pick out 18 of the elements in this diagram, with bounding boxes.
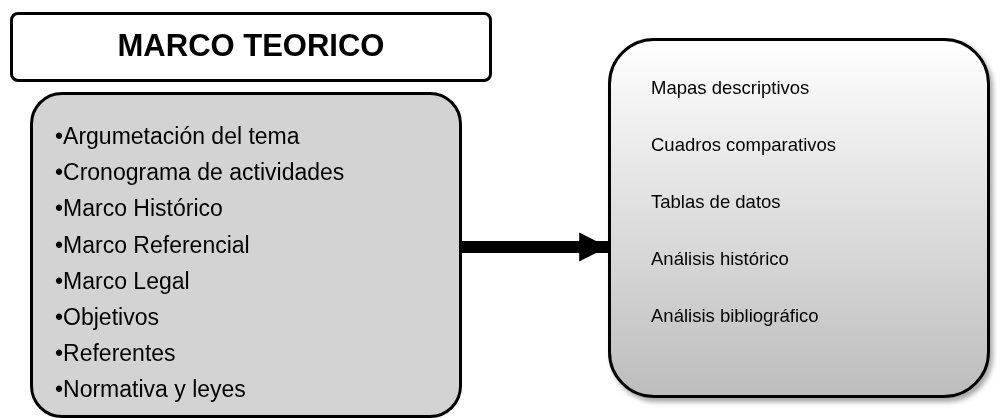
list-item: •Marco Histórico <box>55 195 223 223</box>
list-item: Mapas descriptivos <box>651 77 810 99</box>
list-item: •Cronograma de actividades <box>55 159 345 187</box>
list-item: Tablas de datos <box>651 191 781 213</box>
list-item: •Marco Legal <box>55 267 190 295</box>
list-item: •Referentes <box>55 340 176 368</box>
list-box <box>608 38 990 398</box>
list-item: Análisis bibliográfico <box>651 305 819 327</box>
list-item: Cuadros comparativos <box>651 134 837 156</box>
list-item: •Objetivos <box>55 304 159 331</box>
title-text: MARCO TEORICO <box>116 28 386 64</box>
title-box <box>10 12 492 82</box>
list-item: Análisis histórico <box>651 248 789 270</box>
list-item: •Normativa y leyes <box>55 376 246 404</box>
list-item: •Argumetación del tema <box>55 123 300 150</box>
list-box <box>30 92 462 418</box>
arrow <box>462 232 608 262</box>
list-item: •Marco Referencial <box>55 231 250 259</box>
